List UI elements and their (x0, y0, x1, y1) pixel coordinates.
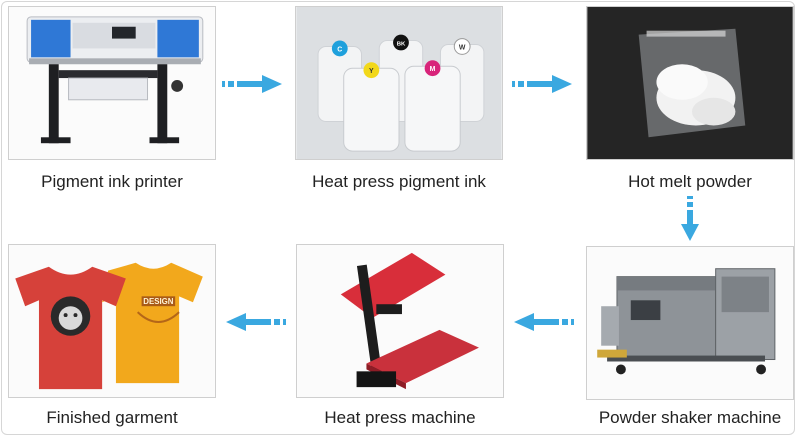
ink-label-y: Y (369, 68, 374, 75)
ink-bottles-icon: C BK W Y M (296, 7, 502, 159)
panel-garment: DESIGN (8, 244, 216, 398)
step-label-powder: Hot melt powder (628, 172, 752, 191)
panel-heat-press (296, 244, 504, 398)
arrow-right-1 (222, 74, 284, 94)
step-label-heat-press: Heat press machine (324, 408, 476, 427)
tshirts-icon: DESIGN (9, 245, 215, 397)
arrow-left-2 (224, 312, 286, 332)
panel-powder (586, 6, 794, 160)
shaker-machine-icon (587, 247, 793, 399)
printer-icon (9, 7, 215, 159)
ink-label-c: C (337, 46, 342, 53)
step-label-printer: Pigment ink printer (41, 172, 183, 191)
panel-ink: C BK W Y M (295, 6, 503, 160)
powder-bag-icon (587, 7, 793, 159)
ink-label-m: M (430, 66, 436, 73)
panel-shaker (586, 246, 794, 400)
arrow-down (680, 196, 700, 242)
arrow-right-2 (512, 74, 574, 94)
ink-label-bk: BK (397, 41, 406, 47)
ink-label-w: W (459, 44, 466, 51)
heat-press-icon (297, 245, 503, 397)
step-label-garment: Finished garment (46, 408, 178, 427)
arrow-left-1 (512, 312, 574, 332)
shirt-print-text: DESIGN (143, 297, 174, 306)
panel-printer (8, 6, 216, 160)
step-label-ink: Heat press pigment ink (312, 172, 486, 191)
step-label-shaker: Powder shaker machine (598, 408, 782, 427)
